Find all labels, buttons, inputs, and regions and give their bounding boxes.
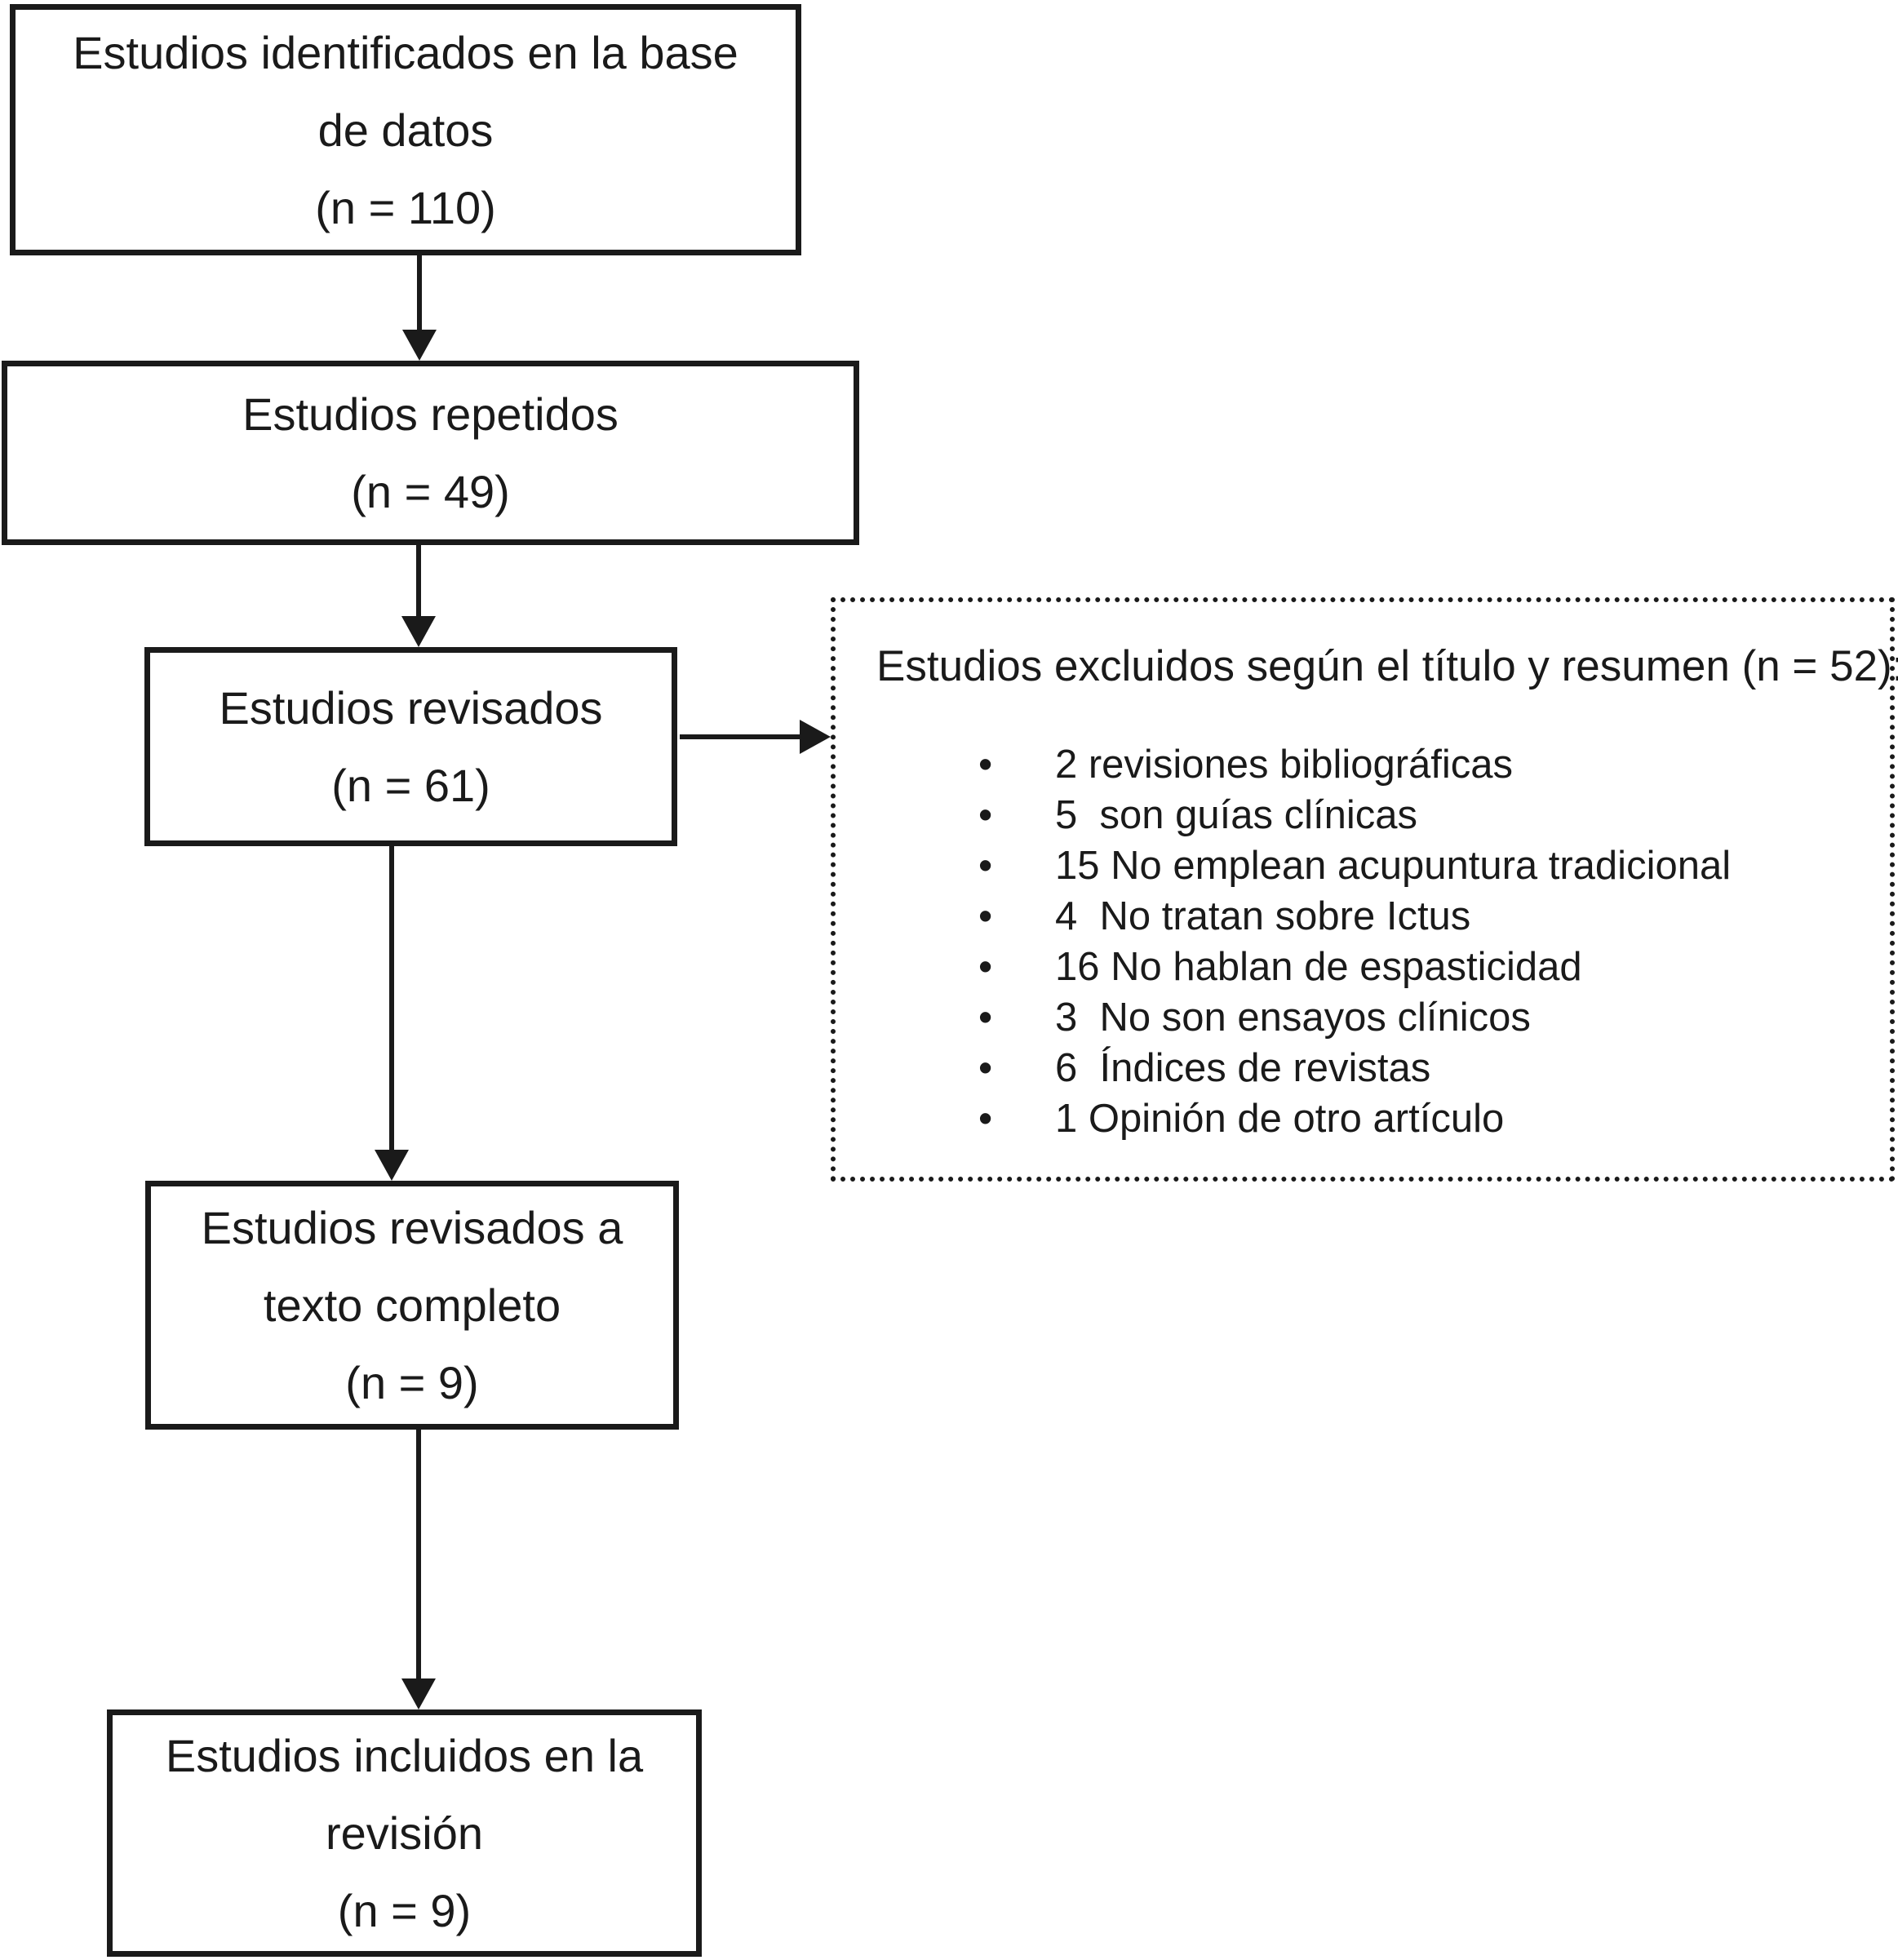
bullet-icon: • <box>978 1046 993 1090</box>
bullet-icon: • <box>978 894 993 938</box>
arrow-shaft <box>416 1430 421 1678</box>
box-count-line: (n = 9) <box>337 1885 472 1936</box>
arrow-shaft <box>680 734 800 739</box>
box-text-line: revisión <box>326 1807 483 1859</box>
arrowhead-down-icon <box>401 616 436 647</box>
box-count-line: (n = 61) <box>331 760 490 811</box>
arrowhead-down-icon <box>375 1150 409 1181</box>
box-estudios-excluidos: Estudios excluidos según el título y res… <box>831 597 1898 1182</box>
box-text-line: de datos <box>317 104 494 156</box>
exclusion-item: • 4 No tratan sobre Ictus <box>978 891 1731 942</box>
exclusion-item: • 6 Índices de revistas <box>978 1043 1731 1093</box>
exclusion-item: • 2 revisiones bibliográficas <box>978 739 1731 790</box>
box-text-line: Estudios repetidos <box>242 388 619 440</box>
box-text-line: Estudios revisados <box>219 682 603 734</box>
box-estudios-incluidos: Estudios incluidos en la revisión (n = 9… <box>107 1709 702 1957</box>
exclusion-item-label: 3 No son ensayos clínicos <box>1055 996 1531 1040</box>
bullet-icon: • <box>978 1097 993 1141</box>
box-estudios-repetidos: Estudios repetidos (n = 49) <box>2 361 859 545</box>
bullet-icon: • <box>978 945 993 989</box>
bullet-icon: • <box>978 743 993 787</box>
exclusion-item-label: 6 Índices de revistas <box>1055 1046 1431 1090</box>
bullet-icon: • <box>978 844 993 888</box>
exclusion-item: • 5 son guías clínicas <box>978 790 1731 840</box>
exclusion-item: • 16 No hablan de espasticidad <box>978 942 1731 992</box>
bullet-icon: • <box>978 793 993 837</box>
exclusion-item-label: 15 No emplean acupuntura tradicional <box>1055 844 1732 888</box>
arrow-shaft <box>416 545 421 616</box>
box-estudios-identificados: Estudios identificados en la base de dat… <box>10 4 801 255</box>
exclusion-item: • 15 No emplean acupuntura tradicional <box>978 840 1731 891</box>
box-count-line: (n = 110) <box>315 181 496 233</box>
box-text-line: Estudios incluidos en la <box>165 1730 644 1781</box>
box-count-line: (n = 49) <box>351 466 510 517</box>
arrow-shaft <box>417 255 422 330</box>
box-text-line: texto completo <box>263 1279 561 1331</box>
arrowhead-down-icon <box>401 1678 436 1709</box>
exclusion-title: Estudios excluidos según el título y res… <box>876 642 1898 690</box>
exclusion-item-label: 16 No hablan de espasticidad <box>1055 945 1582 989</box>
exclusion-item: • 1 Opinión de otro artículo <box>978 1093 1731 1144</box>
arrowhead-down-icon <box>402 330 437 361</box>
box-text-line: Estudios identificados en la base <box>73 26 738 78</box>
bullet-icon: • <box>978 996 993 1040</box>
box-text-line: Estudios revisados a <box>201 1202 623 1253</box>
exclusion-list: • 2 revisiones bibliográficas • 5 son gu… <box>836 739 1731 1144</box>
arrowhead-right-icon <box>800 720 831 754</box>
box-estudios-revisados-texto-completo: Estudios revisados a texto completo (n =… <box>145 1181 679 1430</box>
exclusion-item-label: 2 revisiones bibliográficas <box>1055 743 1514 787</box>
box-estudios-revisados: Estudios revisados (n = 61) <box>144 647 677 846</box>
box-count-line: (n = 9) <box>345 1357 479 1408</box>
exclusion-item-label: 4 No tratan sobre Ictus <box>1055 894 1471 938</box>
exclusion-item: • 3 No son ensayos clínicos <box>978 992 1731 1043</box>
exclusion-item-label: 1 Opinión de otro artículo <box>1055 1097 1505 1141</box>
exclusion-item-label: 5 son guías clínicas <box>1055 793 1417 837</box>
arrow-shaft <box>389 846 394 1150</box>
